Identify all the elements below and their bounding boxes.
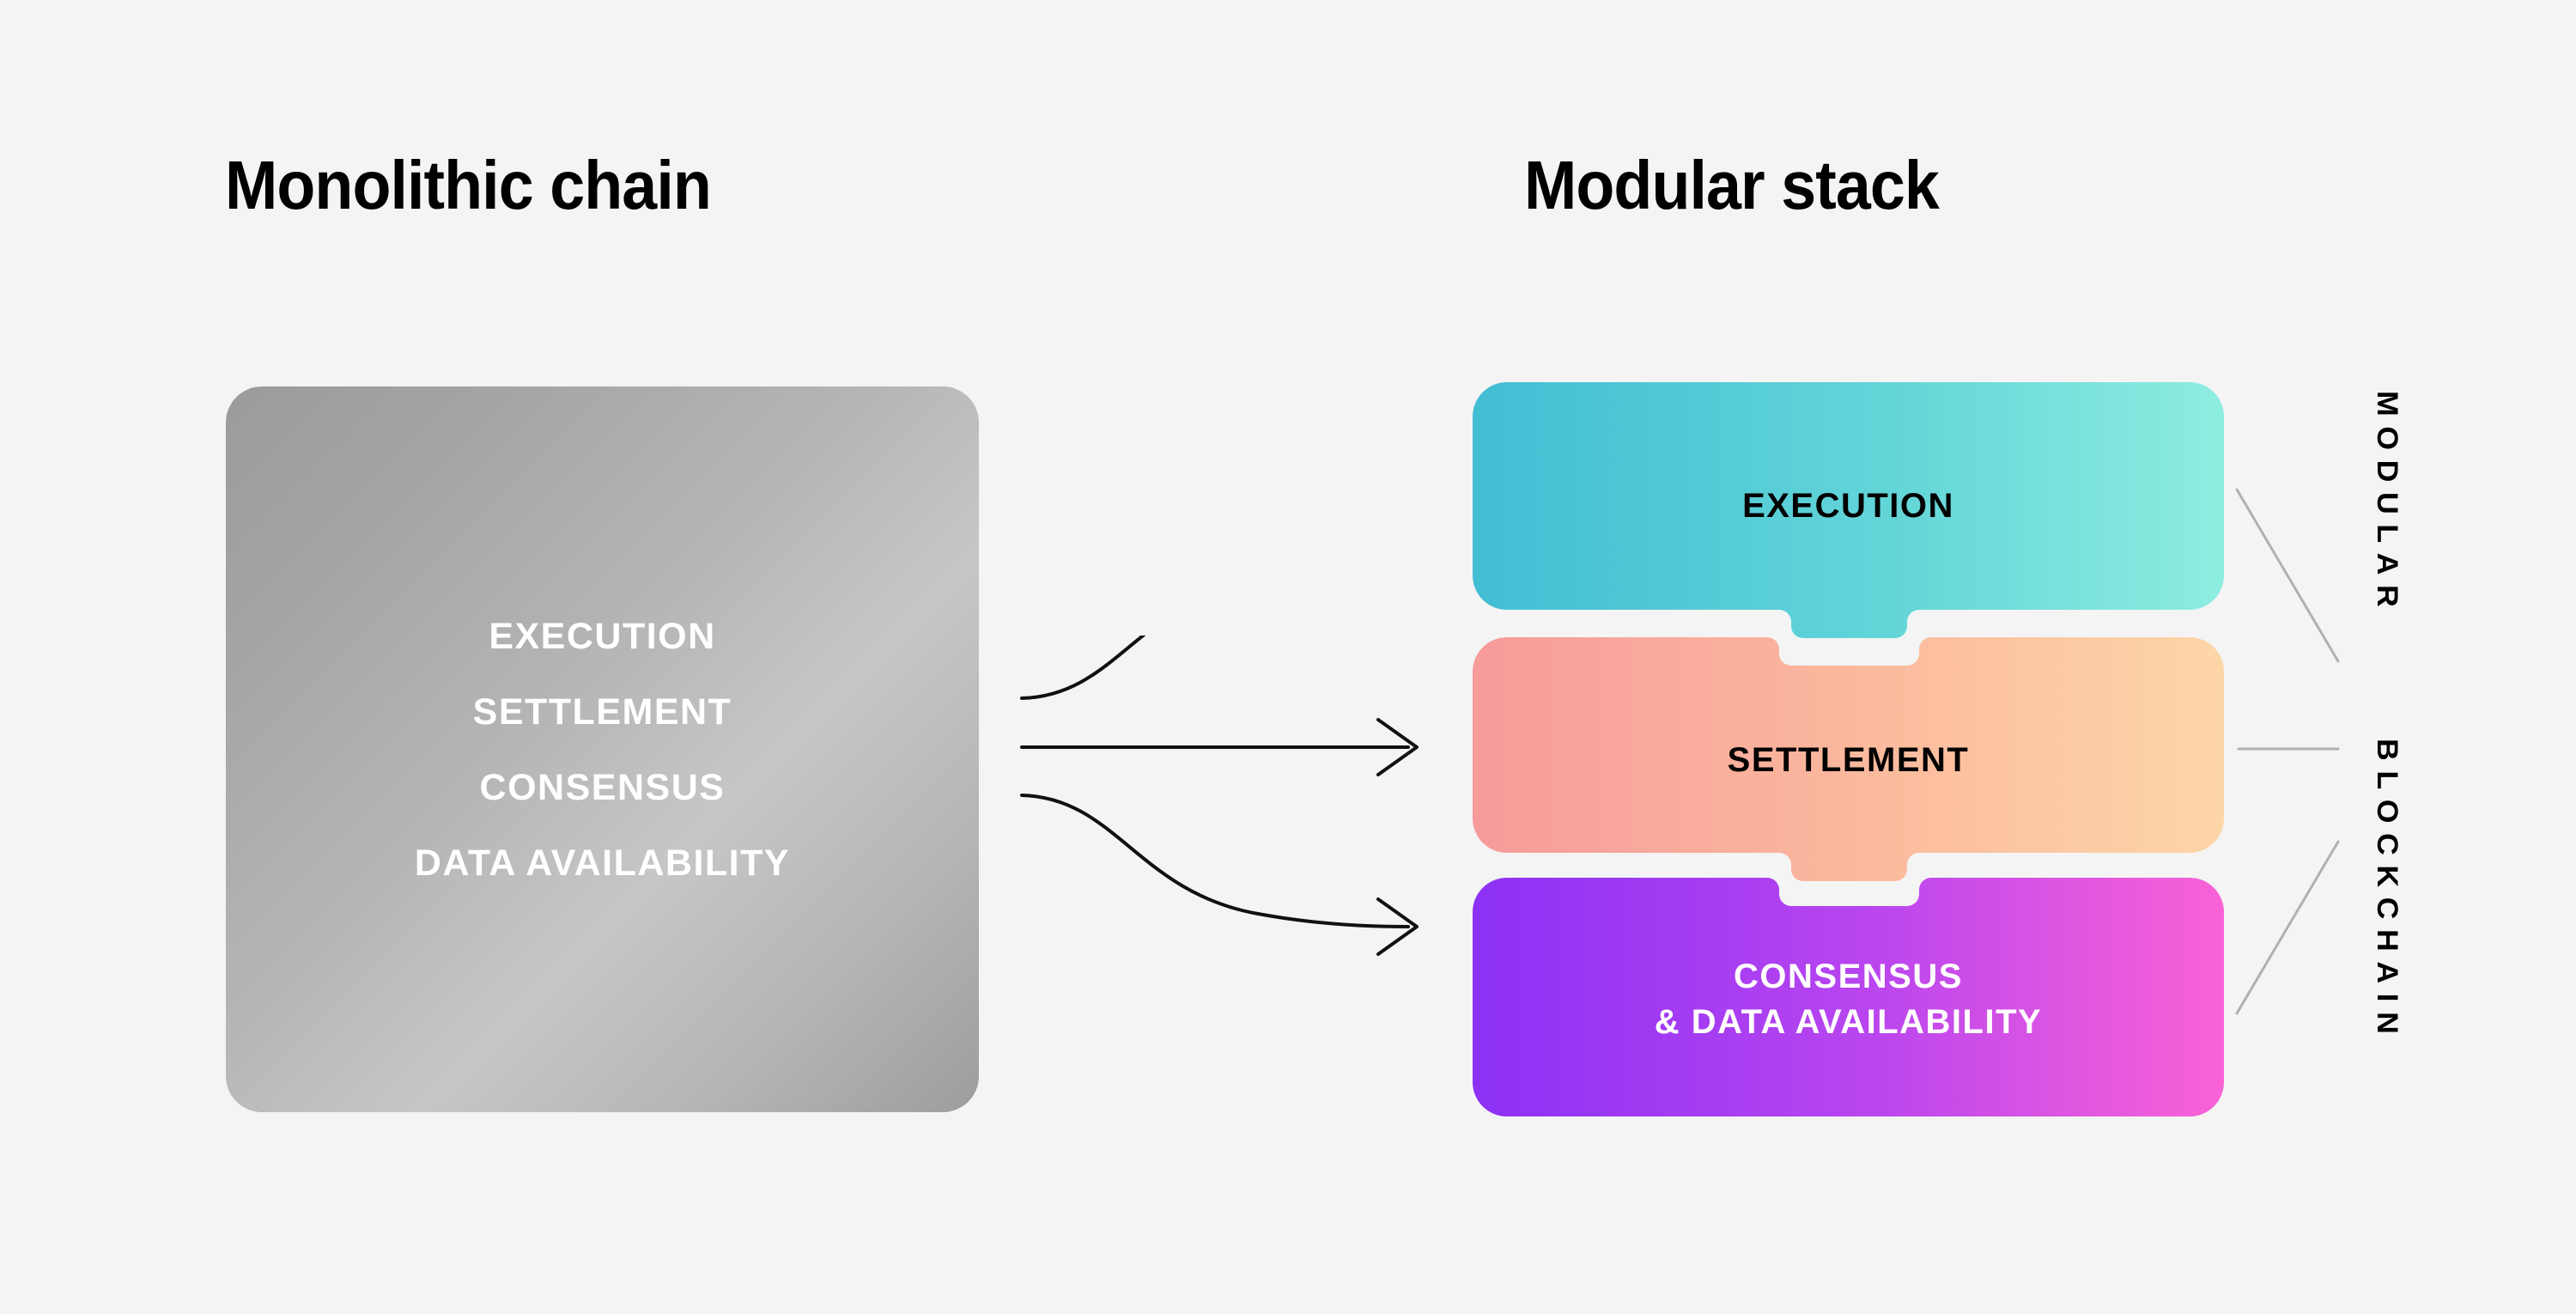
bracket-lines-svg <box>2235 488 2340 1015</box>
monolithic-layer-execution: EXECUTION <box>489 615 716 657</box>
monolithic-layer-consensus: CONSENSUS <box>479 766 726 808</box>
arrow-to-settlement-head <box>1376 718 1419 776</box>
monolithic-chain-title: Monolithic chain <box>225 147 712 223</box>
arrow-to-consensus-head <box>1376 897 1419 956</box>
modular-block-consensus[interactable]: CONSENSUS & DATA AVAILABILITY <box>1473 867 2224 1116</box>
vertical-label-modular: MODULAR <box>2371 391 2403 617</box>
arrow-to-consensus-path <box>1020 794 1410 928</box>
monolithic-layer-data-availability: DATA AVAILABILITY <box>414 842 791 884</box>
modular-stack-title: Modular stack <box>1524 147 1940 223</box>
execution-block-shape <box>1473 382 2224 638</box>
arrow-to-execution-path <box>1020 565 1410 700</box>
modular-blockchain-bracket <box>2228 481 2357 1116</box>
bracket-line-top <box>2235 488 2340 663</box>
split-arrows-svg <box>1020 538 1419 956</box>
split-arrows <box>987 538 1468 1013</box>
vertical-label-blockchain: BLOCKCHAIN <box>2371 739 2403 1044</box>
modular-block-execution[interactable]: EXECUTION <box>1473 382 2224 648</box>
monolithic-chain-box: EXECUTION SETTLEMENT CONSENSUS DATA AVAI… <box>226 386 979 1112</box>
modular-stack: EXECUTION SETTLEMENT <box>1473 382 2224 1116</box>
monolithic-layer-settlement: SETTLEMENT <box>472 690 732 733</box>
modular-block-settlement[interactable]: SETTLEMENT <box>1473 627 2224 893</box>
bracket-line-bottom <box>2235 840 2340 1015</box>
settlement-block-shape <box>1473 637 2224 881</box>
consensus-block-shape <box>1473 878 2224 1116</box>
